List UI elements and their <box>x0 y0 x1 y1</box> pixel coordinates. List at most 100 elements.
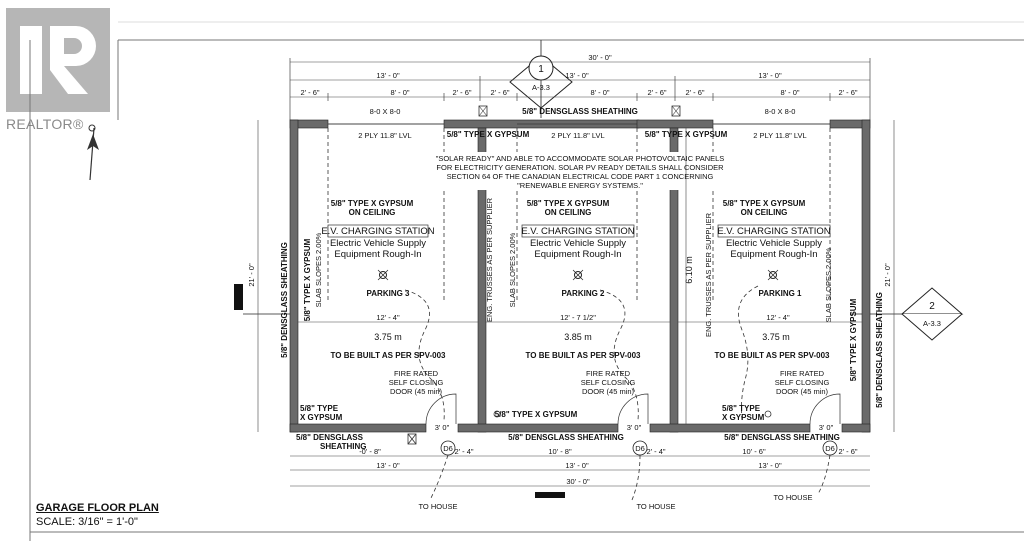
svg-text:5/8" TYPE: 5/8" TYPE <box>722 404 761 413</box>
left-gypsum-label: 5/8" TYPE X GYPSUM <box>303 238 312 321</box>
bottom-sheathing-mid: 5/8" DENSGLASS SHEATHING <box>508 433 624 442</box>
section-1-number: 1 <box>538 64 544 75</box>
svg-text:FIRE RATED: FIRE RATED <box>780 369 825 378</box>
svg-text:5/8" TYPE: 5/8" TYPE <box>300 404 339 413</box>
svg-text:SELF CLOSING: SELF CLOSING <box>581 378 636 387</box>
svg-text:SELF CLOSING: SELF CLOSING <box>775 378 830 387</box>
svg-text:Equipment Rough-In: Equipment Rough-In <box>334 249 421 260</box>
slab-slope-3: SLAB SLOPES 2.00% <box>314 232 323 307</box>
svg-text:5/8" TYPE X GYPSUM: 5/8" TYPE X GYPSUM <box>331 199 414 208</box>
top-bay-dim-3: 13' - 0" <box>758 71 782 80</box>
section-2-ref: A-3.3 <box>923 319 941 328</box>
svg-text:D6: D6 <box>635 444 645 453</box>
garage-walls <box>289 119 871 433</box>
section-marker-2: 2 A-3.3 <box>850 287 964 341</box>
slab-slope-1: SLAB SLOPES 2.00% <box>824 247 833 322</box>
ev-station-3-title: E.V. CHARGING STATION <box>321 226 434 237</box>
svg-text:10' - 6": 10' - 6" <box>742 447 766 456</box>
drawing-title: GARAGE FLOOR PLAN <box>36 502 159 514</box>
light-fixture-icon <box>377 269 389 281</box>
light-fixture-icon <box>767 269 779 281</box>
bay-parking-1: 5/8" TYPE X GYPSUM ON CEILING E.V. CHARG… <box>678 199 862 425</box>
ev-station-1-title: E.V. CHARGING STATION <box>717 226 830 237</box>
lvl-label-3: 2 PLY 11.8" LVL <box>358 131 411 140</box>
ev-station-2-title: E.V. CHARGING STATION <box>521 226 634 237</box>
drawing-scale: SCALE: 3/16" = 1'-0" <box>36 516 138 528</box>
bottom-overall-dim: 30' - 0" <box>566 477 590 486</box>
svg-text:3' 0": 3' 0" <box>627 423 642 432</box>
svg-text:SELF CLOSING: SELF CLOSING <box>389 378 444 387</box>
to-house-label-1: TO HOUSE <box>773 493 812 502</box>
svg-text:FIRE RATED: FIRE RATED <box>586 369 631 378</box>
svg-text:DOOR (45 min): DOOR (45 min) <box>582 387 635 396</box>
top-seg-1: 2' - 6" <box>300 88 319 97</box>
bottom-bay-dim-1: 13' - 0" <box>376 461 400 470</box>
solar-note-line-4: "RENEWABLE ENERGY SYSTEMS." <box>517 181 643 190</box>
bay-parking-2: 5/8" TYPE X GYPSUM ON CEILING E.V. CHARG… <box>486 199 670 425</box>
svg-text:X GYPSUM: X GYPSUM <box>300 413 343 422</box>
svg-text:3' 0": 3' 0" <box>435 423 450 432</box>
top-seg-4: 2' - 6" <box>490 88 509 97</box>
top-overall-dim: 30' - 0" <box>588 53 612 62</box>
garage-door-3-size: 8-0 X 8-0 <box>370 107 401 116</box>
door-tag-d6: D6 D6 D6 <box>440 440 838 456</box>
top-sheathing-label: 5/8" DENSGLASS SHEATHING <box>522 107 638 116</box>
top-dimension-lines: 30' - 0" 13' - 0" 13' - 0" 13' - 0" 2' -… <box>289 53 871 120</box>
bottom-sheathing-right: 5/8" DENSGLASS SHEATHING <box>724 433 840 442</box>
solar-note-line-1: "SOLAR READY" AND ABLE TO ACCOMMODATE SO… <box>436 154 725 163</box>
svg-text:D6: D6 <box>443 444 453 453</box>
svg-text:ON CEILING: ON CEILING <box>349 208 396 217</box>
section-cut-marker <box>234 284 243 310</box>
svg-text:Electric Vehicle Supply: Electric Vehicle Supply <box>530 238 626 249</box>
solar-ready-note: "SOLAR READY" AND ABLE TO ACCOMMODATE SO… <box>434 152 726 190</box>
svg-text:X GYPSUM: X GYPSUM <box>722 413 765 422</box>
top-seg-2: 8' - 0" <box>390 88 409 97</box>
parking-3-width: 3.75 m <box>374 332 402 342</box>
solar-note-line-2: FOR ELECTRICITY GENERATION. SOLAR PV REA… <box>436 163 724 172</box>
svg-text:2' - 4": 2' - 4" <box>646 447 665 456</box>
top-bay-dim-1: 13' - 0" <box>376 71 400 80</box>
left-sheathing-label: 5/8" DENSGLASS SHEATHING <box>280 242 289 358</box>
left-depth-dim: 21' - 0" <box>247 263 256 287</box>
parking-1-label: PARKING 1 <box>759 289 803 298</box>
to-house-label-3: TO HOUSE <box>418 502 457 511</box>
right-gypsum-label: 5/8" TYPE X GYPSUM <box>849 298 858 381</box>
trusses-note-1: ENG. TRUSSES AS PER SUPPLIER <box>485 197 494 322</box>
top-seg-3: 2' - 6" <box>452 88 471 97</box>
bottom-bay-dim-2: 13' - 0" <box>565 461 589 470</box>
bay-parking-3: 5/8" TYPE X GYPSUM ON CEILING E.V. CHARG… <box>298 199 478 425</box>
svg-text:-0' - 8": -0' - 8" <box>359 447 381 456</box>
bottom-left-sheathing: 5/8" DENSGLASS <box>296 433 364 442</box>
svg-text:SHEATHING: SHEATHING <box>320 442 367 451</box>
svg-text:2' - 4": 2' - 4" <box>454 447 473 456</box>
lvl-label-1: 2 PLY 11.8" LVL <box>753 131 806 140</box>
realtor-logo-text: REALTOR® <box>6 116 84 132</box>
svg-text:5/8" TYPE X GYPSUM: 5/8" TYPE X GYPSUM <box>527 199 610 208</box>
svg-text:12' - 7 1/2": 12' - 7 1/2" <box>560 313 596 322</box>
garage-door-1-size: 8-0 X 8-0 <box>765 107 796 116</box>
svg-text:D6: D6 <box>825 444 835 453</box>
svg-text:3' 0": 3' 0" <box>819 423 834 432</box>
section-1-ref: A-3.3 <box>532 83 550 92</box>
bottom-bay-dim-3: 13' - 0" <box>758 461 782 470</box>
spv-note-1: TO BE BUILT AS PER SPV-003 <box>715 351 831 360</box>
svg-text:12' - 4": 12' - 4" <box>766 313 790 322</box>
top-seg-7: 2' - 6" <box>685 88 704 97</box>
bottom-gypsum-mid: 5/8" TYPE X GYPSUM <box>495 410 578 419</box>
svg-text:12' - 4": 12' - 4" <box>376 313 400 322</box>
svg-text:10' - 8": 10' - 8" <box>548 447 572 456</box>
top-seg-6: 2' - 6" <box>647 88 666 97</box>
top-bay-dim-2: 13' - 0" <box>565 71 589 80</box>
lvl-label-2: 2 PLY 11.8" LVL <box>551 131 604 140</box>
spv-note-2: TO BE BUILT AS PER SPV-003 <box>526 351 642 360</box>
top-seg-5: 8' - 0" <box>590 88 609 97</box>
section-2-number: 2 <box>929 301 935 312</box>
to-house-label-2: TO HOUSE <box>636 502 675 511</box>
parking-2-label: PARKING 2 <box>562 289 606 298</box>
svg-text:ON CEILING: ON CEILING <box>741 208 788 217</box>
top-seg-9: 2' - 6" <box>838 88 857 97</box>
spv-note-3: TO BE BUILT AS PER SPV-003 <box>331 351 447 360</box>
depth-dim: 6.10 m <box>684 256 694 284</box>
svg-text:Equipment Rough-In: Equipment Rough-In <box>730 249 817 260</box>
